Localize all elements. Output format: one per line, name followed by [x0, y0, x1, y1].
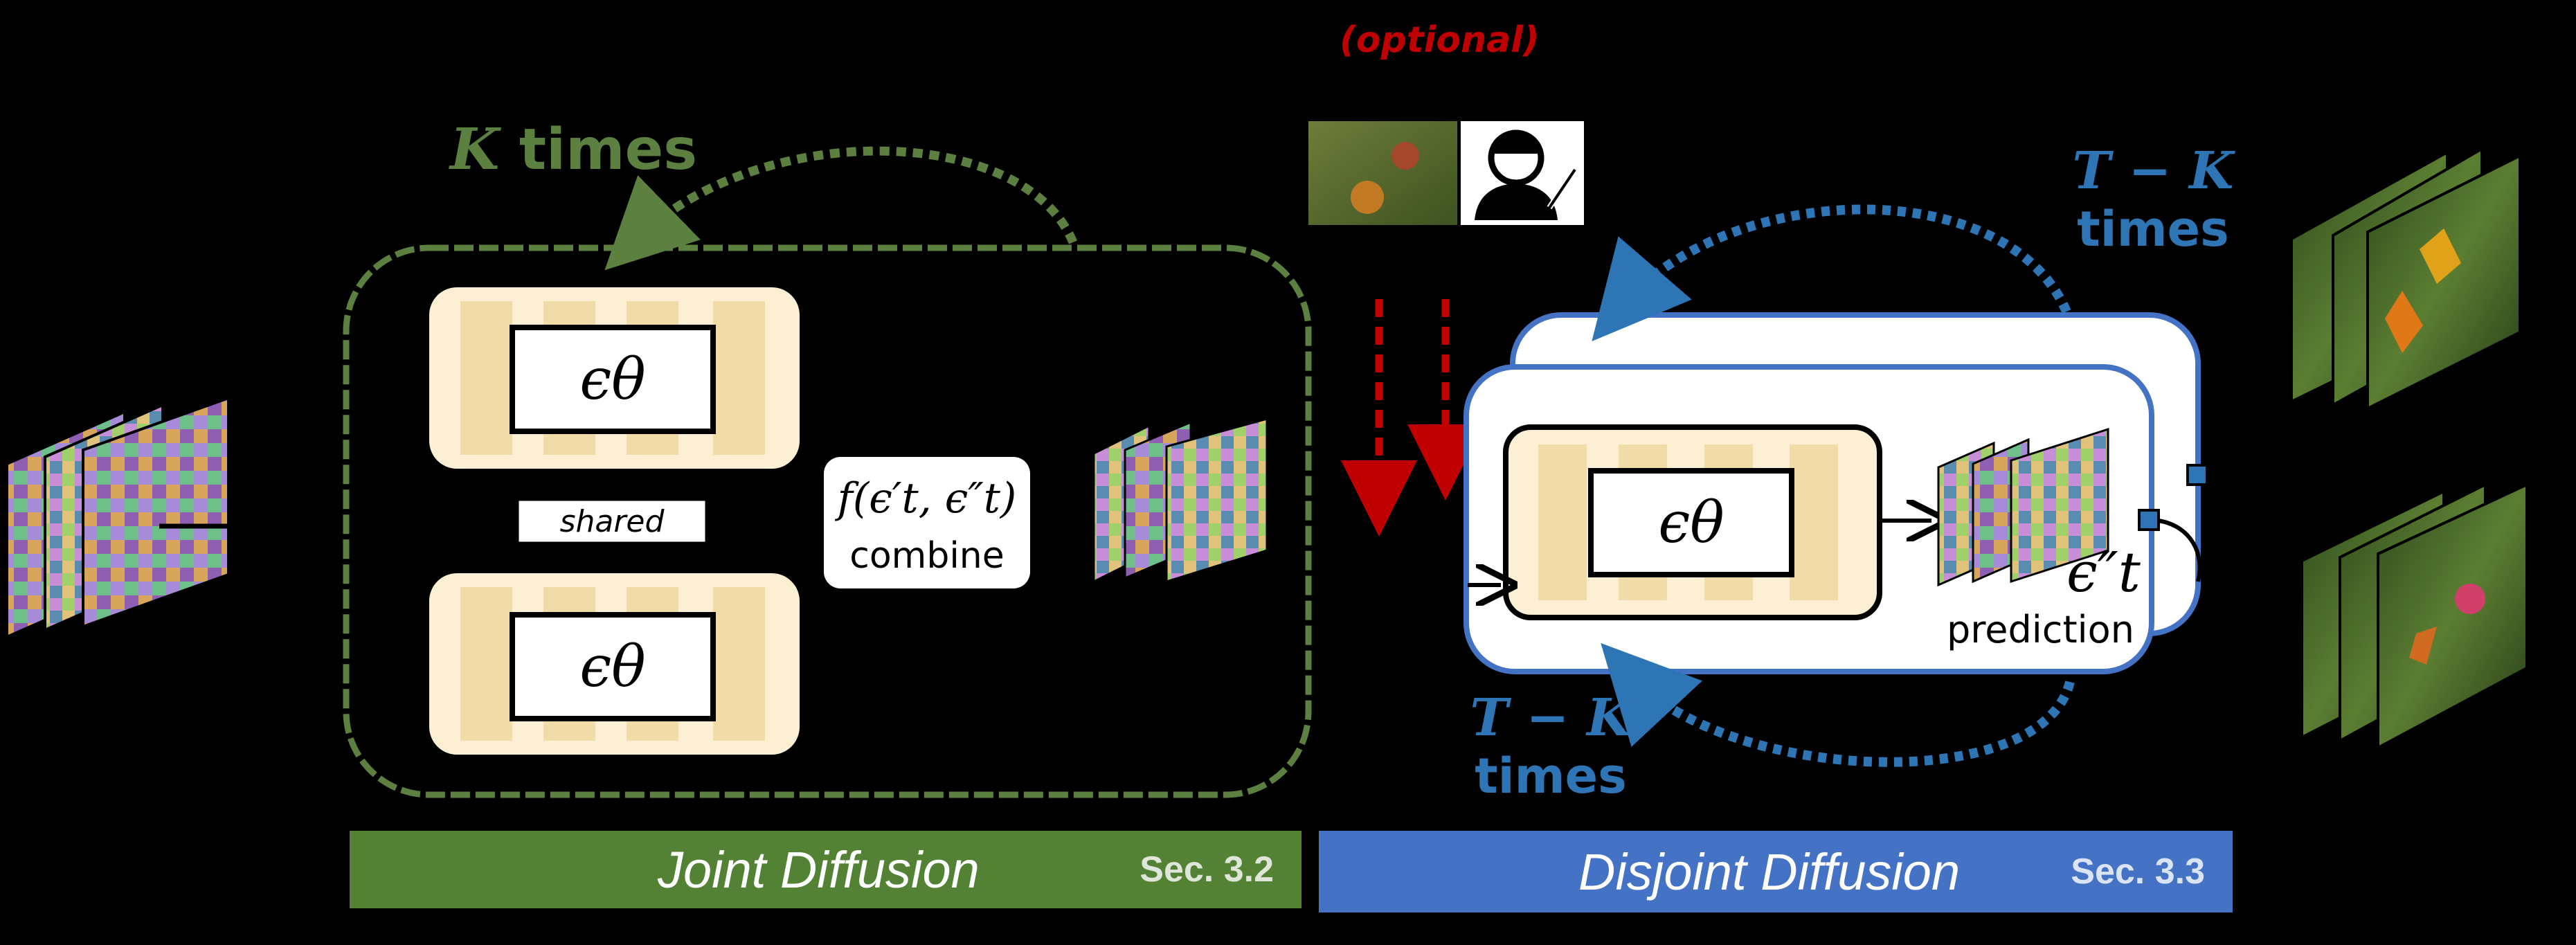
- disjoint-loop-bottom-arrow: [1601, 642, 2075, 767]
- joint-loop-arrow: [604, 146, 1078, 271]
- combine-formula: f(ϵ′t, ϵ″t): [837, 474, 1017, 523]
- joint-banner-sec: Sec. 3.2: [1140, 849, 1274, 890]
- joint-unet-top-label: ϵθ: [579, 346, 646, 413]
- shared-label: shared: [559, 503, 665, 539]
- disjoint-loop-top-arrow: [1592, 204, 2071, 341]
- joint-output-noise-stack: [1092, 417, 1268, 584]
- disjoint-banner-title: Disjoint Diffusion: [1578, 843, 1961, 901]
- prediction-label: prediction: [1947, 608, 2134, 651]
- prediction-noise-stack: [1937, 427, 2109, 587]
- joint-loop-var: K: [450, 116, 500, 183]
- photo-thumbnail-flower: [1351, 181, 1384, 214]
- connector-square-2: [2186, 464, 2208, 486]
- photo-thumbnail-leaf: [1391, 142, 1419, 170]
- joint-loop-box: [343, 244, 1312, 798]
- prediction-symbol: ϵ″t: [2066, 540, 2141, 604]
- disjoint-loop-bottom-suffix: times: [1475, 748, 1627, 804]
- disjoint-loop-bottom-var: T − K: [1470, 688, 1632, 748]
- artist-sketch-icon: [1461, 121, 1584, 225]
- connector-line: [2158, 519, 2202, 582]
- joint-loop-label: K times: [450, 116, 697, 183]
- joint-diffusion-banner: Joint Diffusion Sec. 3.2: [350, 831, 1301, 908]
- joint-banner-title: Joint Diffusion: [658, 840, 980, 899]
- disjoint-loop-top-suffix: times: [2077, 201, 2229, 258]
- combine-box: [824, 457, 1030, 588]
- joint-unet-bottom-label: ϵθ: [579, 633, 646, 700]
- disjoint-loop-top-var: T − K: [2072, 141, 2234, 201]
- joint-unet-bottom: [429, 573, 800, 755]
- optional-label: (optional): [1340, 19, 1540, 61]
- input-noise-stack: [6, 396, 230, 640]
- disjoint-banner-sec: Sec. 3.3: [2071, 852, 2205, 892]
- joint-loop-suffix: times: [499, 117, 697, 183]
- output-video-top: [2290, 146, 2521, 411]
- disjoint-loop-top-label: T − K times: [2060, 145, 2246, 253]
- shared-box: [516, 498, 708, 544]
- connector-square-1: [2138, 509, 2160, 531]
- disjoint-diffusion-banner: Disjoint Diffusion Sec. 3.3: [1319, 831, 2233, 912]
- disjoint-unet: [1503, 424, 1882, 620]
- disjoint-unet-label: ϵθ: [1658, 489, 1724, 556]
- disjoint-loop-bottom-label: T − K times: [1457, 692, 1644, 800]
- output-video-bottom: [2300, 482, 2528, 750]
- joint-unet-top: [429, 287, 800, 469]
- combine-label: combine: [849, 535, 1005, 577]
- photo-thumbnail-icon: [1308, 121, 1457, 225]
